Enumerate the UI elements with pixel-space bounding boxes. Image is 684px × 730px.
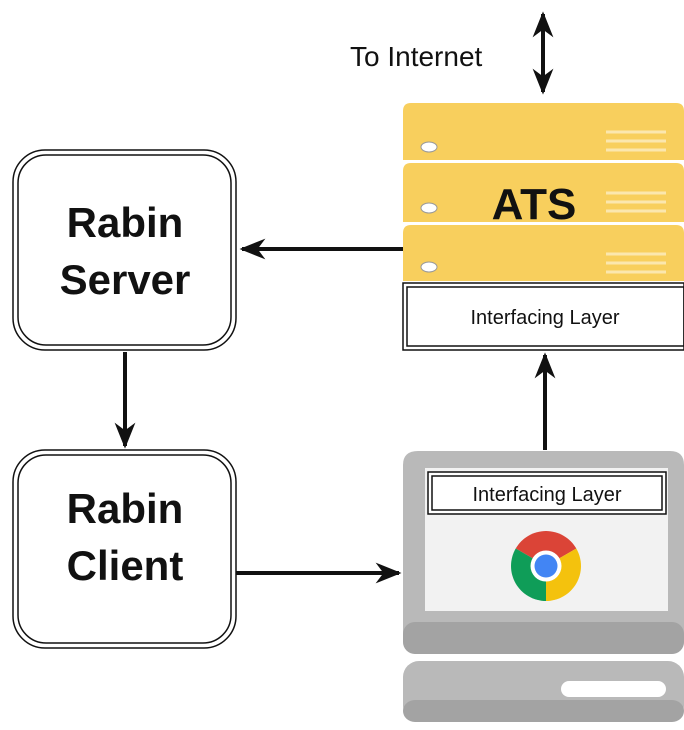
computer-keyboard bbox=[403, 661, 684, 722]
ats-label: ATS bbox=[492, 180, 577, 229]
server-unit-3 bbox=[403, 225, 684, 281]
internet-label: To Internet bbox=[350, 41, 483, 72]
rabin-server-node: Rabin Server bbox=[12, 149, 237, 351]
ats-interfacing-label: Interfacing Layer bbox=[471, 307, 620, 329]
rabin-client-line2: Client bbox=[67, 542, 184, 589]
server-unit-2: ATS bbox=[403, 163, 684, 229]
ats-interfacing-layer: Interfacing Layer bbox=[402, 282, 684, 351]
rabin-client-line1: Rabin bbox=[67, 485, 184, 532]
computer-monitor: Interfacing Layer bbox=[403, 451, 684, 654]
ats-server-stack: ATS bbox=[403, 103, 684, 281]
computer-interfacing-label: Interfacing Layer bbox=[473, 484, 622, 506]
chrome-icon bbox=[511, 531, 581, 601]
rabin-server-line2: Server bbox=[60, 256, 191, 303]
computer-interfacing-layer: Interfacing Layer bbox=[427, 471, 667, 515]
rabin-server-line1: Rabin bbox=[67, 199, 184, 246]
server-unit-1 bbox=[403, 103, 684, 160]
rabin-client-node: Rabin Client bbox=[12, 449, 237, 649]
